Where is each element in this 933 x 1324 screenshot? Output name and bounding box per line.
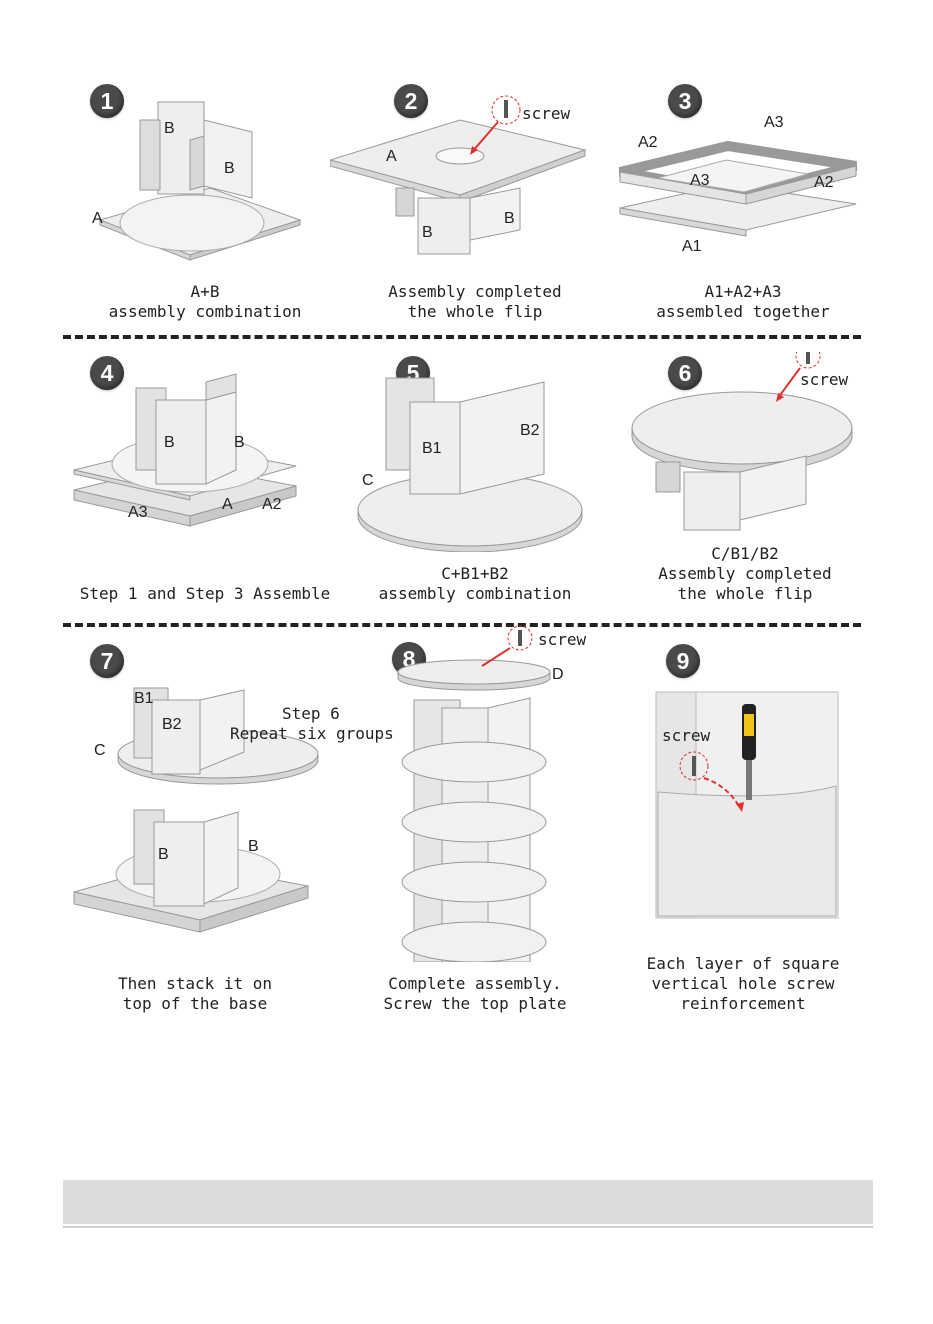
step-5: 5 B1 B2 C C+B1+B2 assembly combination: [330, 352, 620, 622]
part-label: B2: [162, 716, 182, 733]
step-caption: Each layer of square vertical hole screw…: [646, 954, 840, 1013]
part-label: B2: [520, 422, 540, 439]
step-9: 9 screw Each layer of square vertical ho…: [618, 642, 908, 1022]
illustration-tower-top-plate: [397, 625, 551, 962]
illustration-screw-reinforcement: [655, 691, 839, 919]
part-label: A3: [764, 114, 784, 131]
part-label: C: [94, 742, 106, 759]
screw-callout: screw: [662, 726, 711, 745]
illustration-frame-assembly: [618, 140, 858, 237]
step-caption: C+B1+B2 assembly combination: [378, 564, 572, 603]
step-7: 7 B1 B2 C B B Step 6 Repeat six groups T…: [60, 642, 394, 1022]
part-label: B: [158, 846, 169, 863]
step-number-badge: 2: [394, 84, 428, 118]
part-label: A2: [638, 134, 658, 151]
step-number-badge: 6: [668, 356, 702, 390]
step-2: 2 screw A B B Assembly completed the who…: [330, 80, 620, 350]
step-caption: C/B1/B2 Assembly completed the whole fli…: [658, 544, 832, 603]
step-number-badge: 4: [90, 356, 124, 390]
step-caption: A+B assembly combination: [108, 282, 302, 321]
part-label: B: [422, 224, 433, 241]
step-4: 4 B B A3 A A2 Step 1 and Step 3 Assemble: [60, 352, 350, 622]
repeat-note-line-1: Step 6: [282, 704, 340, 723]
part-label: B: [504, 210, 515, 227]
screw-callout: screw: [522, 104, 571, 123]
step-number-badge: 3: [668, 84, 702, 118]
step-number-badge: 1: [90, 84, 124, 118]
part-label: B1: [134, 690, 154, 707]
part-label: B: [164, 120, 175, 137]
section-divider: [63, 335, 861, 339]
part-label: A: [92, 210, 103, 227]
step-caption: Step 1 and Step 3 Assemble: [79, 584, 331, 603]
screw-callout: screw: [538, 630, 587, 649]
step-number-badge: 9: [666, 644, 700, 678]
step-3: 3 A2 A3 A3 A2 A1 A1+A2+A3 assembled toge…: [598, 80, 888, 350]
step-caption: Complete assembly. Screw the top plate: [383, 974, 567, 1013]
part-label: A: [386, 148, 397, 165]
part-label: A2: [814, 174, 834, 191]
step-number-badge: 7: [90, 644, 124, 678]
step-1: 1 B B A A+B assembly combination: [60, 80, 350, 350]
part-label: A3: [690, 172, 710, 189]
step-caption: A1+A2+A3 assembled together: [656, 282, 830, 321]
part-label: B: [248, 838, 259, 855]
part-label: B: [224, 160, 235, 177]
part-label: A3: [128, 504, 148, 521]
illustration-flipped-c-assembly: [631, 352, 853, 531]
illustration-a-plus-b: [98, 101, 302, 261]
section-divider: [63, 623, 861, 627]
illustration-flipped-assembly: [330, 95, 587, 255]
part-label: D: [552, 666, 564, 683]
screw-callout: screw: [800, 370, 849, 389]
part-label: A: [222, 496, 233, 513]
illustration-stack-on-frame: [73, 373, 297, 527]
step-8: 8 screw D Complete assembly. Screw the t…: [330, 622, 620, 1022]
part-label: A1: [682, 238, 702, 255]
part-label: B: [234, 434, 245, 451]
illustration-stack-layers: [73, 687, 319, 933]
step-6: 6 screw C/B1/B2 Assembly completed the w…: [610, 352, 900, 622]
part-label: B: [164, 434, 175, 451]
footer-bar: [63, 1180, 873, 1224]
step-caption: Assembly completed the whole flip: [388, 282, 562, 321]
repeat-note-line-2: Repeat six groups: [230, 724, 394, 743]
part-label: C: [362, 472, 374, 489]
part-label: A2: [262, 496, 282, 513]
illustration-c-b1-b2: [357, 377, 583, 552]
part-label: B1: [422, 440, 442, 457]
footer-rule: [63, 1226, 873, 1228]
step-caption: Then stack it on top of the base: [117, 974, 273, 1013]
